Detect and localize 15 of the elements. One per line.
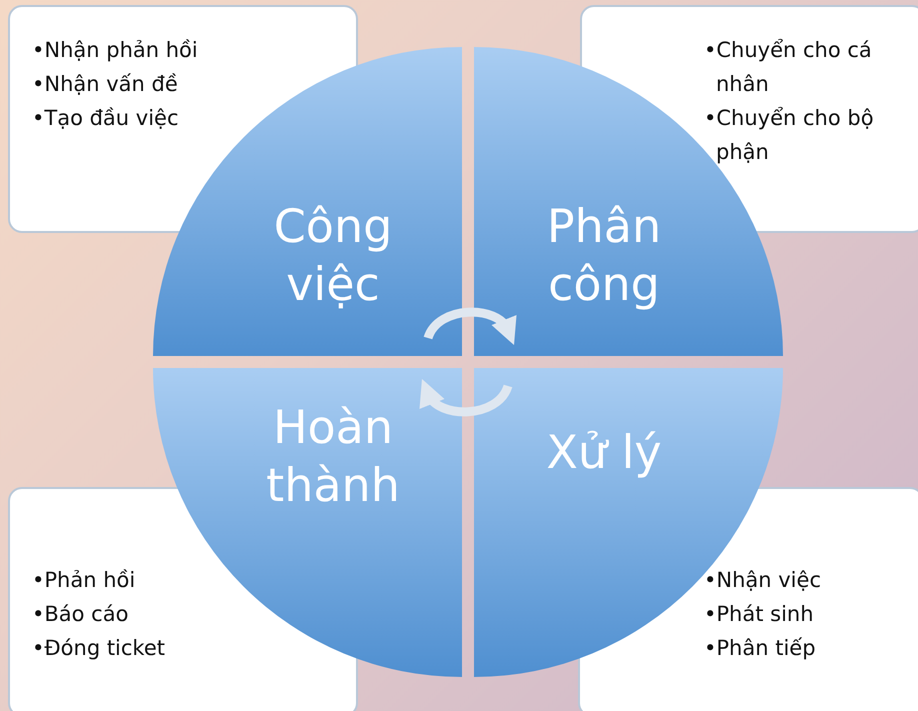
stage-label: Xử lý: [545, 424, 663, 481]
bullet-item: •Nhận phản hồi: [32, 37, 198, 64]
bullet-item: •Nhận vấn đề: [32, 71, 179, 98]
bullet-item: •Nhận việc: [704, 567, 821, 594]
bullet-item: •Chuyển cho bộ phận: [704, 105, 875, 166]
bullet-item: •Chuyển cho cá nhân: [704, 37, 873, 98]
bullet-item: •Báo cáo: [32, 601, 130, 628]
bullet-item: •Tạo đầu việc: [32, 105, 180, 132]
bullet-item: •Phản hồi: [32, 567, 136, 594]
bullet-item: •Phân tiếp: [704, 635, 817, 662]
bullet-item: •Phát sinh: [704, 601, 815, 628]
stage-label: Phân công: [546, 198, 662, 313]
stage-label: Hoàn thành: [265, 399, 401, 514]
stage-label: Công việc: [272, 198, 394, 313]
bullet-item: •Đóng ticket: [32, 635, 166, 662]
